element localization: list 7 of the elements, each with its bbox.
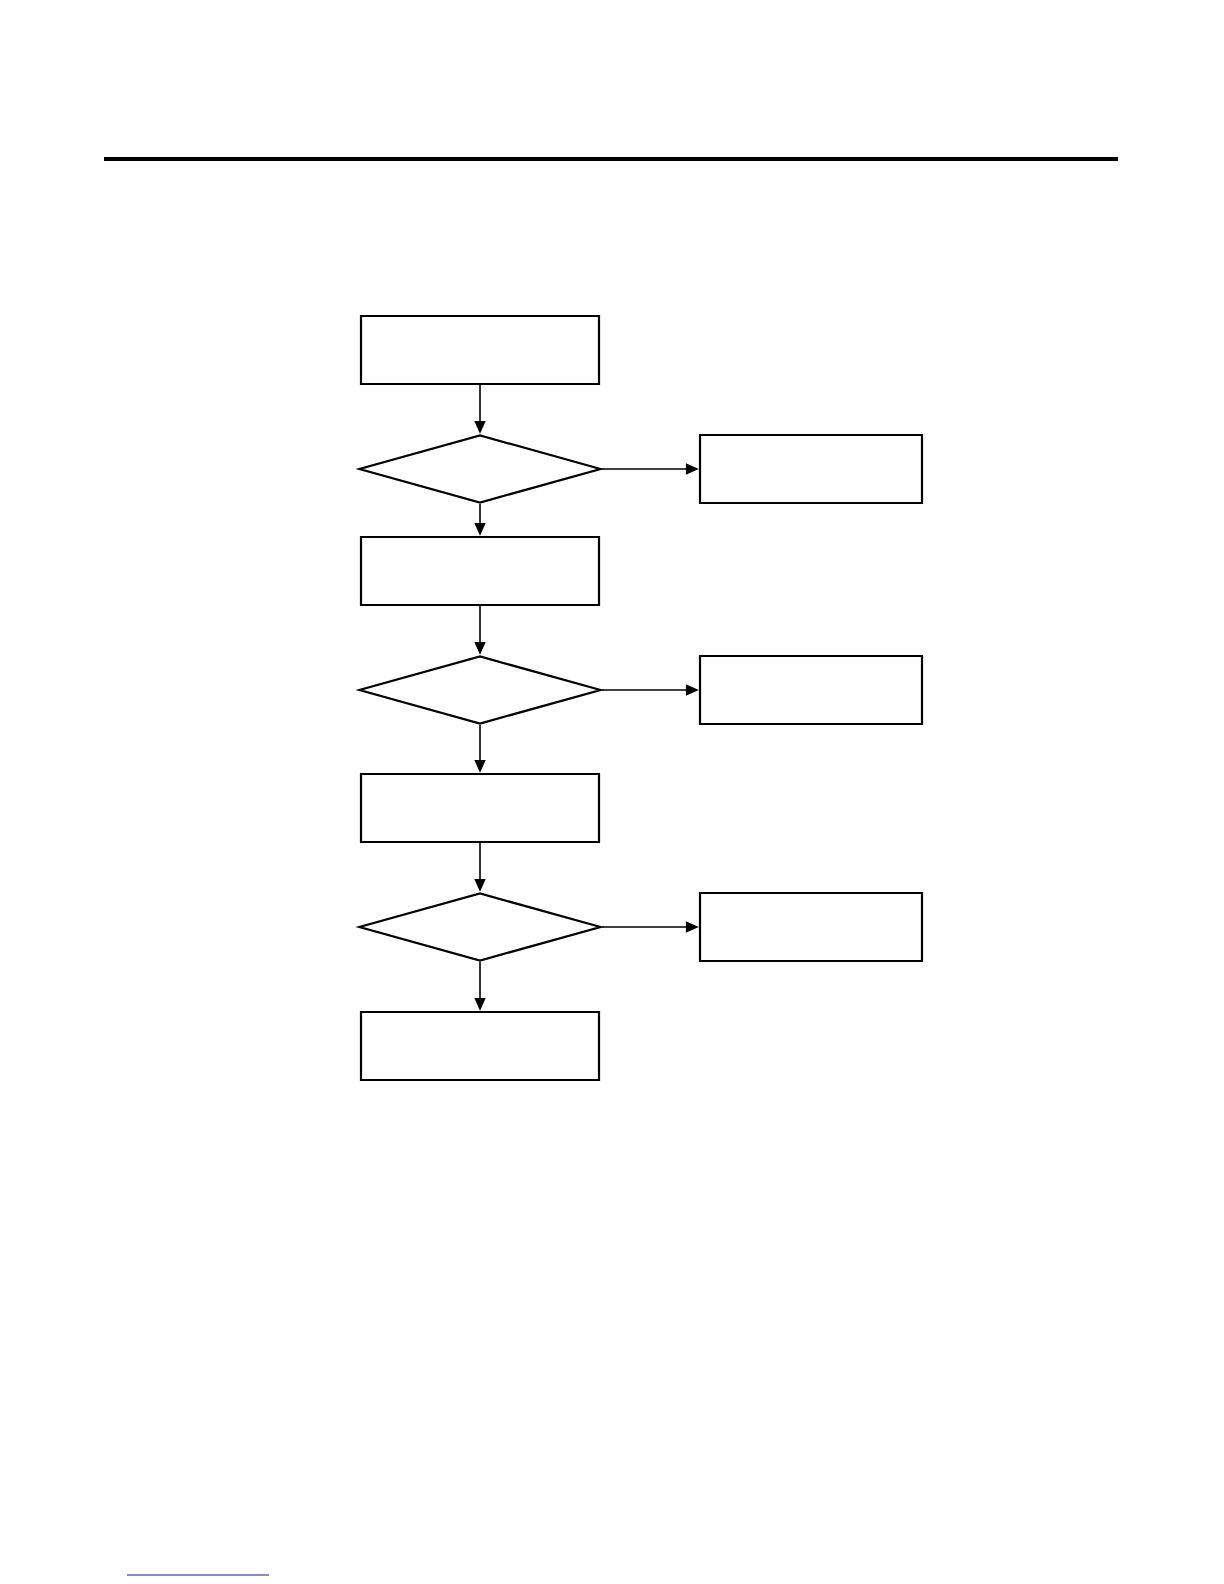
process-box <box>359 772 601 844</box>
process-box <box>359 314 601 386</box>
process-box <box>359 1010 601 1082</box>
process-box <box>698 654 924 726</box>
process-box <box>698 433 924 505</box>
process-box <box>698 891 924 963</box>
process-box <box>359 535 601 607</box>
